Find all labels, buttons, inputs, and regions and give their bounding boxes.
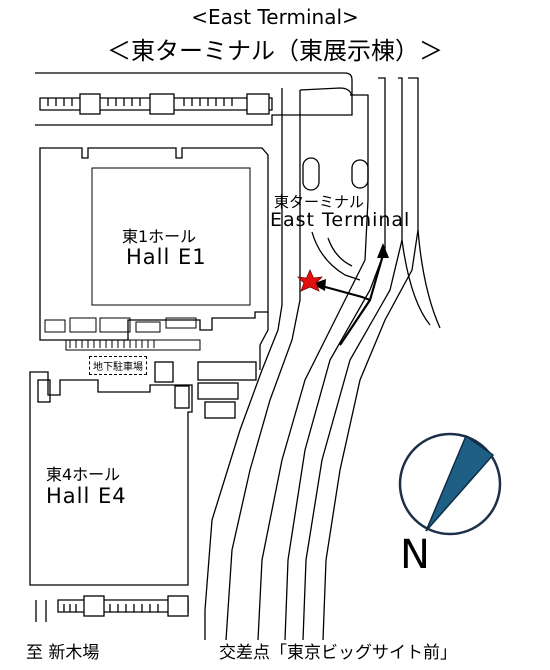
top-strip-block-2 — [149, 93, 175, 115]
road-lane-3 — [257, 94, 369, 641]
hall-e4-label-en: Hall E4 — [46, 484, 127, 508]
e1-stair-rail — [65, 339, 201, 351]
terminal-island-2 — [327, 237, 353, 267]
hall-e4-label-ja: 東4ホール — [46, 465, 121, 484]
bus-bay-2 — [351, 159, 369, 189]
bus-bay-1 — [302, 157, 320, 191]
road-lane-1 — [204, 88, 283, 640]
top-strip-block-3 — [246, 93, 270, 115]
road-curb — [299, 87, 353, 97]
hall-e1-inner — [91, 167, 251, 306]
road-lane-2 — [225, 90, 301, 641]
road-edge-east-2 — [401, 239, 431, 326]
compass — [398, 432, 502, 536]
bottom-left-post — [35, 600, 47, 622]
east-wall — [259, 312, 269, 370]
site-outline — [35, 72, 353, 126]
location-star-marker — [296, 269, 324, 292]
block-b — [197, 382, 239, 400]
hall-e1-label-ja: 東1ホール — [122, 227, 197, 246]
hall-e1-label-en: Hall E1 — [126, 245, 207, 269]
e1-stairs — [69, 340, 155, 348]
compass-needle — [425, 434, 495, 532]
route-to-marker — [317, 283, 371, 302]
bottom-block-1 — [83, 595, 105, 617]
terminal-island — [311, 231, 361, 281]
e4-side-block — [37, 379, 51, 403]
block-a — [197, 361, 257, 381]
e1-bays — [44, 317, 197, 333]
road-lane-6 — [322, 77, 419, 641]
title-english: <East Terminal> — [191, 5, 359, 29]
top-strip-ticks — [47, 98, 233, 106]
arrow-head-up — [377, 243, 389, 258]
road-lane-4 — [284, 77, 386, 641]
top-strip — [39, 97, 273, 111]
top-strip-block-1 — [79, 93, 101, 115]
bottom-ticks — [63, 604, 159, 612]
block-e — [154, 361, 174, 383]
underground-parking-label: 地下駐車場 — [89, 356, 147, 375]
terminal-label-ja: 東ターミナル — [274, 193, 365, 211]
road-lane-5 — [302, 77, 403, 641]
road-edge-east — [417, 229, 441, 329]
north-label: N — [400, 532, 430, 578]
bottom-block-2 — [167, 595, 189, 617]
hall-e4-building — [29, 371, 193, 586]
terminal-label-en: East Terminal — [270, 209, 411, 231]
direction-shinkiba: 至 新木場 — [26, 643, 100, 663]
direction-intersection: 交差点「東京ビッグサイト前」 — [219, 643, 457, 663]
hall-e1-building — [39, 147, 269, 341]
title-japanese: ＜東ターミナル（東展示棟）＞ — [107, 37, 443, 65]
block-d — [174, 385, 190, 409]
arrow-head-left — [312, 279, 326, 291]
block-c — [204, 401, 236, 419]
